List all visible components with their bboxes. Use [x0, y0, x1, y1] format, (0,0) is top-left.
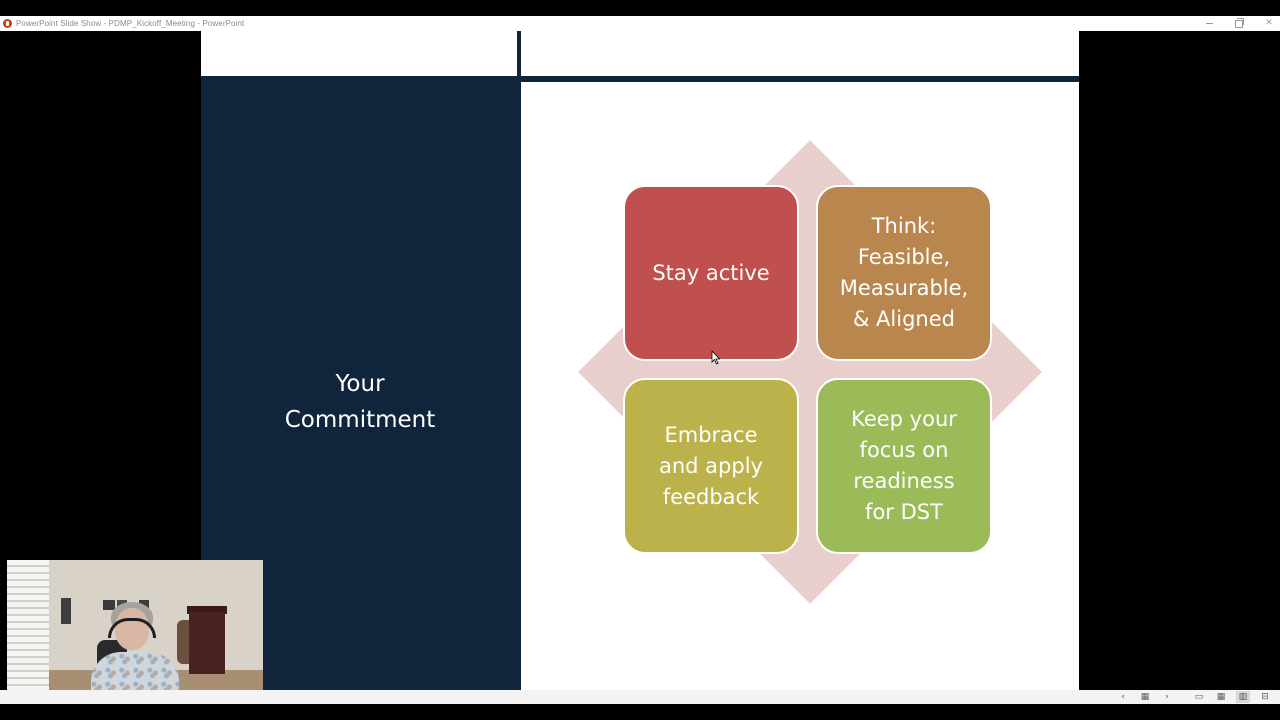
- webcam-wall-frame: [103, 600, 115, 610]
- quadrant-think: Think: Feasible, Measurable, & Aligned: [816, 185, 992, 361]
- slide-title-text: Your Commitment: [284, 371, 436, 433]
- title-bar: PowerPoint Slide Show - PDMP_Kickoff_Mee…: [0, 16, 1280, 31]
- next-slide-button[interactable]: ›: [1160, 691, 1174, 703]
- quadrant-label: Stay active: [652, 260, 770, 285]
- window-controls: ✕: [1204, 16, 1274, 31]
- slide-title: Your Commitment: [201, 366, 519, 438]
- top-black-strip: [0, 0, 1280, 16]
- slide-sorter-button[interactable]: ▦: [1214, 691, 1228, 703]
- webcam-cabinet-top: [187, 606, 227, 614]
- chevron-right-icon: ›: [1165, 691, 1169, 702]
- quadrant-keep-focus: Keep your focus on readiness for DST: [816, 378, 992, 554]
- slide-top-left-area: [201, 31, 517, 76]
- previous-slide-button[interactable]: ‹: [1116, 691, 1130, 703]
- chevron-left-icon: ‹: [1121, 691, 1125, 702]
- slide-sorter-icon: ▦: [1216, 691, 1226, 702]
- slide-divider-horizontal: [521, 76, 1079, 82]
- bottom-black-strip: [0, 704, 1280, 720]
- close-button[interactable]: ✕: [1264, 19, 1274, 29]
- quadrant-label: Embrace and apply feedback: [659, 422, 763, 509]
- powerpoint-icon: [3, 19, 12, 28]
- minimize-button[interactable]: [1204, 19, 1214, 29]
- normal-view-button[interactable]: ▭: [1192, 691, 1206, 703]
- reading-view-button[interactable]: ▥: [1236, 691, 1250, 703]
- restore-button[interactable]: [1234, 17, 1244, 29]
- webcam-window-shutters: [7, 560, 49, 704]
- slide-canvas[interactable]: Your Commitment Stay active Think: Feasi…: [201, 31, 1079, 690]
- quadrant-label: Keep your focus on readiness for DST: [851, 407, 957, 524]
- webcam-wall-frame: [61, 598, 71, 624]
- window-title: PowerPoint Slide Show - PDMP_Kickoff_Mee…: [16, 19, 245, 28]
- close-icon: ✕: [1265, 18, 1273, 28]
- slide-show-button[interactable]: ⊟: [1258, 691, 1272, 703]
- mouse-cursor-icon: [711, 351, 721, 365]
- slides-menu-icon: ▦: [1140, 691, 1150, 702]
- slide-show-icon: ⊟: [1261, 691, 1269, 702]
- restore-icon: [1235, 17, 1244, 28]
- slideshow-status-bar: ‹ ▦ › ▭ ▦ ▥ ⊟: [0, 690, 1280, 704]
- reading-view-icon: ▥: [1238, 691, 1248, 702]
- quadrant-label: Think: Feasible, Measurable, & Aligned: [839, 214, 969, 331]
- webcam-video-overlay: [7, 560, 263, 704]
- webcam-cabinet: [189, 612, 225, 674]
- quadrant-stay-active: Stay active: [623, 185, 799, 361]
- quadrant-embrace-feedback: Embrace and apply feedback: [623, 378, 799, 554]
- normal-view-icon: ▭: [1194, 691, 1204, 702]
- slide-divider-vertical: [517, 31, 521, 76]
- minimize-icon: [1205, 23, 1213, 24]
- slideshow-controls: ‹ ▦ › ▭ ▦ ▥ ⊟: [1116, 690, 1272, 704]
- see-all-slides-button[interactable]: ▦: [1138, 691, 1152, 703]
